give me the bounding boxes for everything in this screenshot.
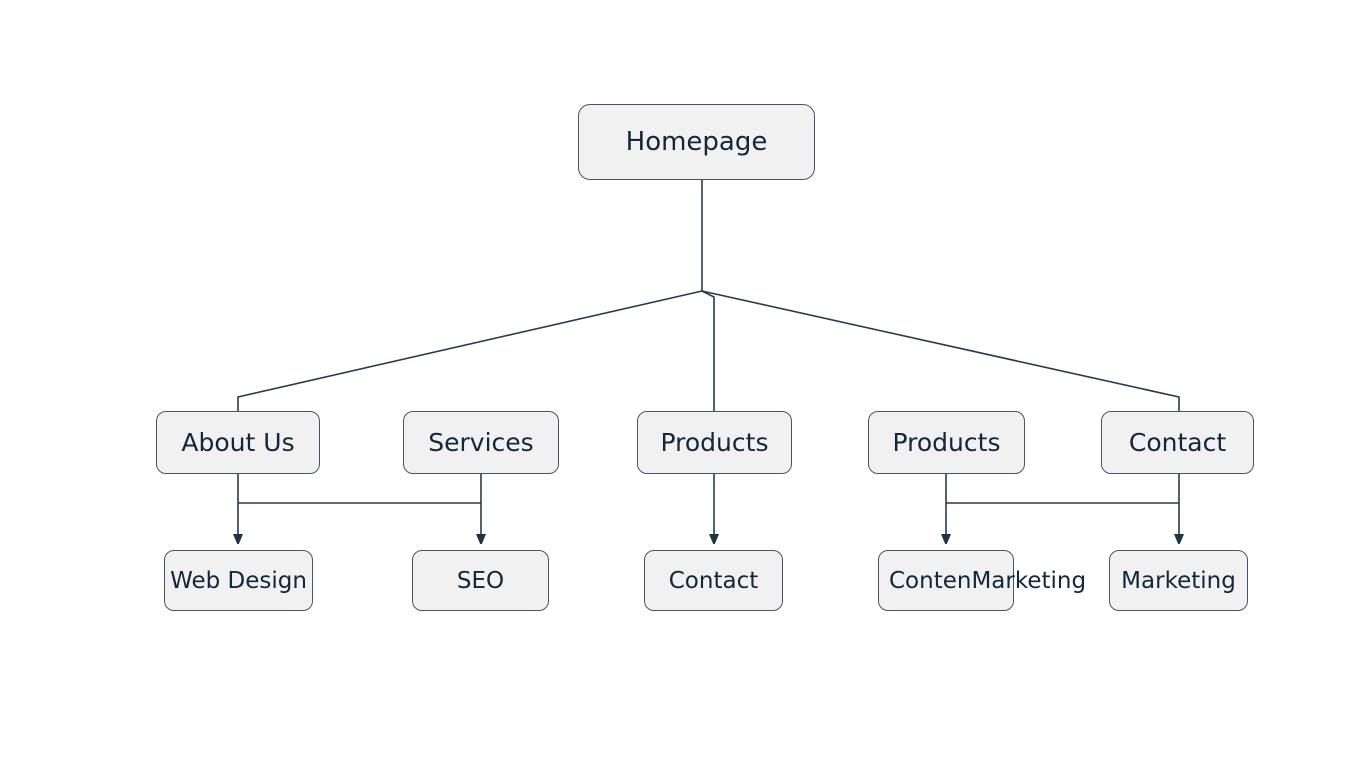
node-about-us: About Us xyxy=(156,411,320,474)
connector-home-contact xyxy=(701,290,1180,411)
node-products-secondary: Products xyxy=(868,411,1025,474)
node-contact: Contact xyxy=(1101,411,1254,474)
node-content-marketing: ContenMarketing xyxy=(878,550,1086,611)
node-web-design: Web Design xyxy=(164,550,313,611)
node-marketing: Marketing xyxy=(1109,550,1248,611)
node-services: Services xyxy=(403,411,559,474)
connector-home-about xyxy=(237,290,703,411)
connector-home-products1 xyxy=(701,290,715,411)
node-products-primary: Products xyxy=(637,411,792,474)
node-contact-child: Contact xyxy=(644,550,783,611)
node-seo: SEO xyxy=(412,550,549,611)
node-homepage: Homepage xyxy=(578,104,815,180)
